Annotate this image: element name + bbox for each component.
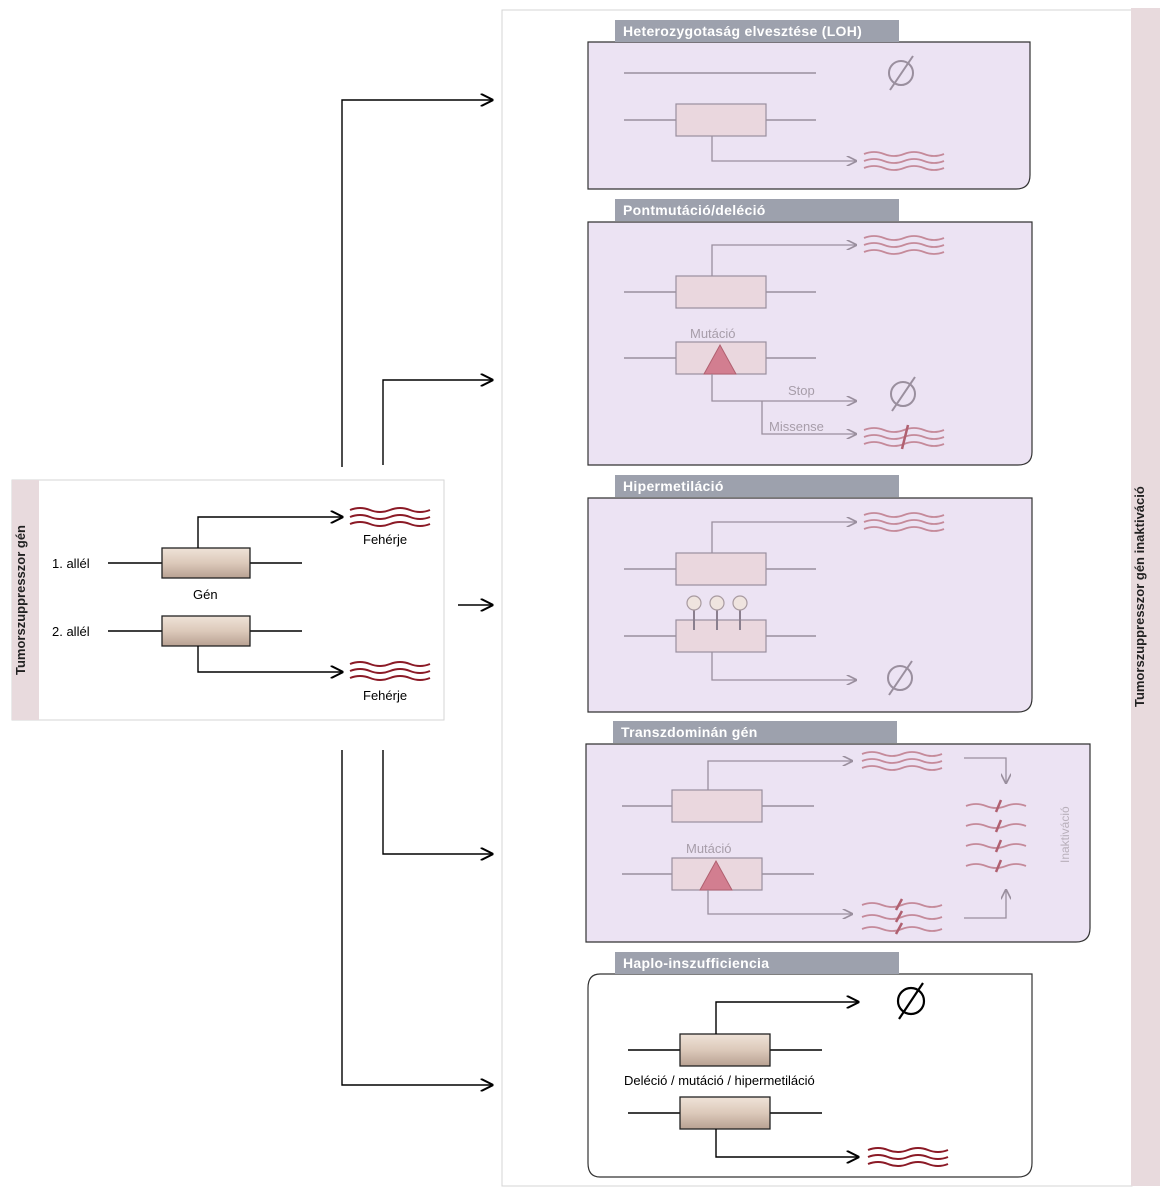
haplo-protein-waves: [867, 1147, 949, 1167]
protein-bottom-waves: [349, 661, 431, 681]
left-panel-title: Tumorszuppresszor gén: [13, 525, 28, 676]
left-panel-frame: [11, 479, 445, 721]
allele1-label: 1. allél: [52, 556, 90, 571]
methyl-null-icon: [887, 660, 913, 696]
allele1-arrow: [197, 517, 342, 548]
allele1-gene-box: [161, 547, 251, 579]
missense-waves: [863, 424, 945, 450]
allele2-label: 2. allél: [52, 624, 90, 639]
mutation-triangle: [703, 343, 737, 375]
loh-panel: [587, 41, 1031, 190]
right-title-strip: [1131, 8, 1160, 1186]
methyl-groups: [686, 595, 748, 630]
transdominant-mutation-label: Mutáció: [686, 841, 732, 856]
haplo-header: Haplo-inszufficiencia: [615, 952, 899, 974]
protein-bottom-label: Fehérje: [363, 688, 408, 703]
haplo-caption: Deléció / mutáció / hipermetiláció: [624, 1073, 815, 1088]
hypermethylation-header: Hipermetiláció: [615, 475, 899, 497]
haplo-gene-box-2: [679, 1096, 771, 1130]
point-null-icon: [890, 376, 916, 412]
protein-top-waves: [349, 507, 431, 527]
transdominant-header: Transzdominán gén: [613, 721, 897, 743]
loh-header: Heterozygotaság elvesztése (LOH): [615, 20, 899, 42]
missense-label: Missense: [769, 419, 824, 434]
right-panel-title: Tumorszuppresszor gén inaktiváció: [1132, 486, 1147, 708]
connector-arrows: [341, 100, 492, 1085]
inactivation-label: Inaktiváció: [1058, 806, 1072, 864]
loh-protein-waves: [863, 151, 945, 171]
allele2-arrow: [197, 646, 342, 672]
protein-top-label: Fehérje: [363, 532, 408, 547]
gene-label: Gén: [193, 587, 218, 602]
inactivated-waves: [965, 799, 1027, 873]
stop-label: Stop: [788, 383, 815, 398]
loh-gene-box: [675, 103, 767, 137]
point-mutation-label: Mutáció: [690, 326, 736, 341]
loh-null-icon: [888, 55, 914, 91]
hypermethylation-panel: [587, 497, 1033, 713]
haplo-null-icon: [896, 982, 926, 1020]
transdominant-panel: [585, 743, 1091, 943]
haplo-gene-box-1: [679, 1033, 771, 1067]
allele2-gene-box: [161, 615, 251, 647]
left-title-strip: [12, 480, 39, 720]
point-mutation-header: Pontmutáció/deléció: [615, 199, 899, 221]
